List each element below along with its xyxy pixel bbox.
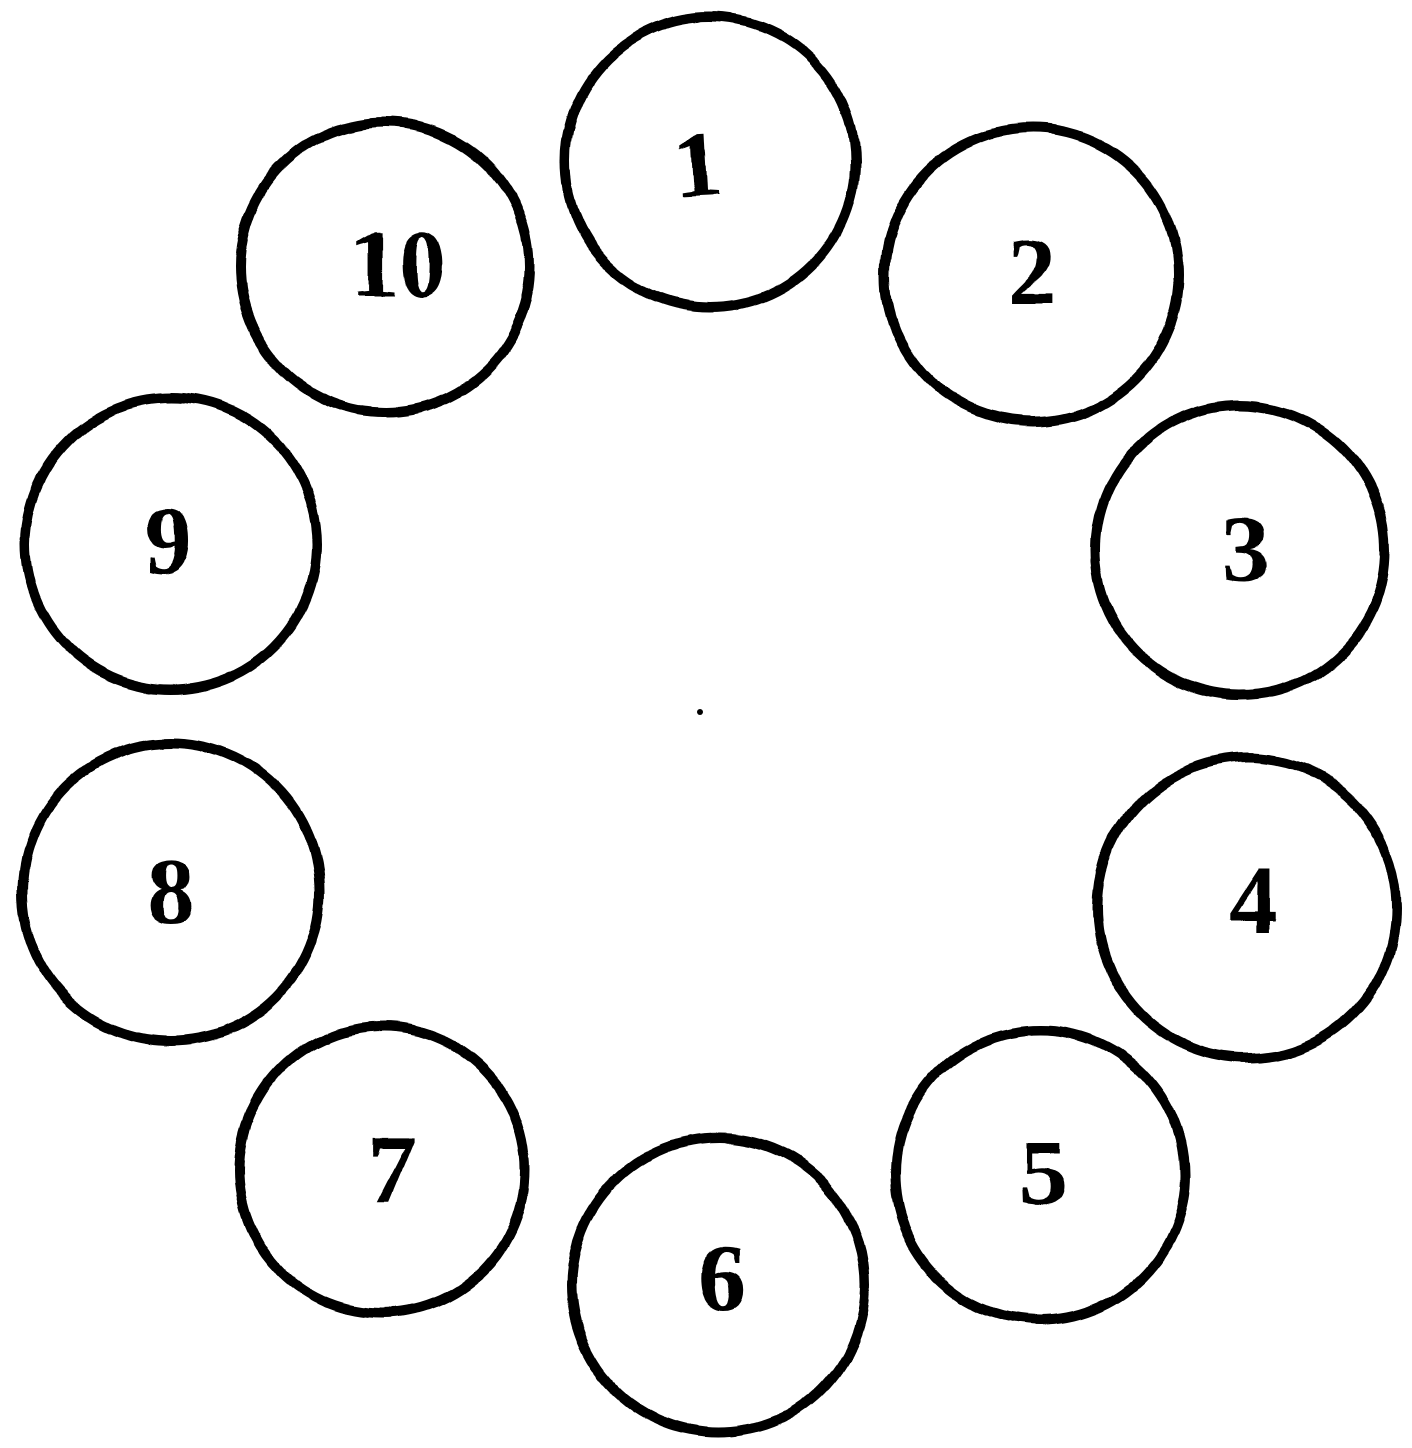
numbered-circle-4[interactable]: 4 xyxy=(1092,753,1402,1063)
circle-nodes-layer: 1 2 3 4 5 6 7 8 9 10 xyxy=(17,12,1402,1437)
circle-number-label-3: 3 xyxy=(1222,496,1271,604)
circle-number-label-9: 9 xyxy=(144,487,192,594)
numbered-circle-10[interactable]: 10 xyxy=(235,117,535,417)
center-speck xyxy=(697,709,703,715)
numbered-circle-5[interactable]: 5 xyxy=(890,1025,1190,1325)
stray-marks-layer xyxy=(697,709,703,715)
circle-number-label-7: 7 xyxy=(368,1116,417,1224)
numbered-circle-9[interactable]: 9 xyxy=(20,393,322,695)
circle-outline-10 xyxy=(235,117,535,417)
circle-number-label-1: 1 xyxy=(671,109,725,218)
circle-number-label-10: 10 xyxy=(350,211,446,318)
circle-number-label-2: 2 xyxy=(1008,218,1056,325)
circle-outline-3 xyxy=(1090,400,1390,700)
circle-number-label-4: 4 xyxy=(1229,847,1277,954)
circle-outline-8 xyxy=(17,738,325,1046)
circle-outline-4 xyxy=(1092,753,1402,1063)
numbered-circle-1[interactable]: 1 xyxy=(560,12,860,312)
circle-number-label-8: 8 xyxy=(148,840,195,944)
circle-outline-7 xyxy=(234,1022,530,1318)
numbered-circle-3[interactable]: 3 xyxy=(1090,400,1390,700)
numbered-circle-6[interactable]: 6 xyxy=(566,1133,870,1437)
numbered-circle-7[interactable]: 7 xyxy=(234,1022,530,1318)
circle-outline-2 xyxy=(880,123,1184,427)
circle-number-label-6: 6 xyxy=(698,1225,746,1332)
circle-outline-1 xyxy=(560,12,860,312)
circle-outline-9 xyxy=(20,393,322,695)
circle-outline-6 xyxy=(566,1133,870,1437)
numbered-circle-2[interactable]: 2 xyxy=(880,123,1184,427)
numbered-circle-8[interactable]: 8 xyxy=(17,738,325,1046)
circle-number-label-5: 5 xyxy=(1020,1119,1068,1226)
circle-outline-5 xyxy=(890,1025,1190,1325)
